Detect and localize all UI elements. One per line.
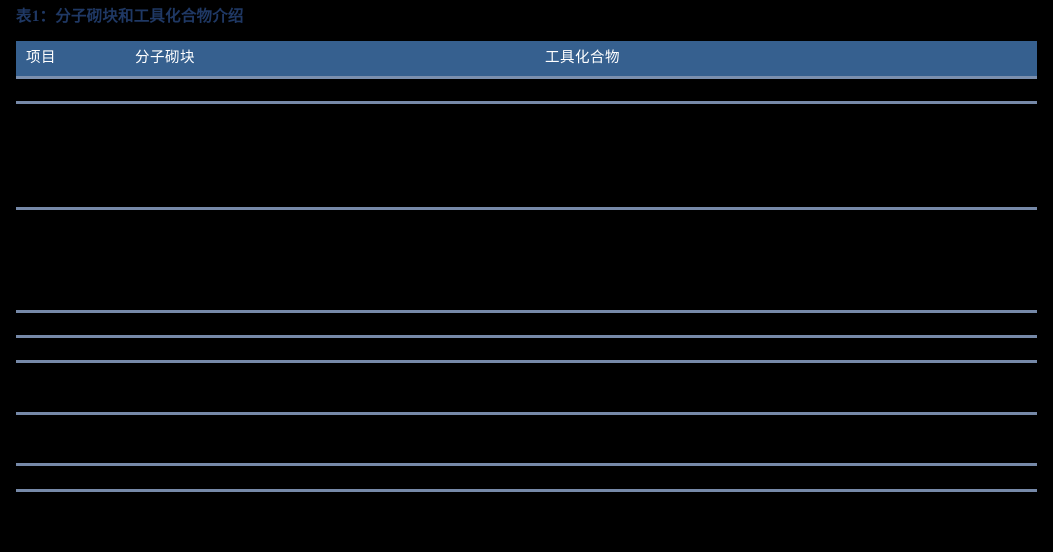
table-row <box>16 340 1037 357</box>
column-header-molecular-blocks: 分子砌块 <box>135 50 195 66</box>
table-header-underline <box>16 76 1037 79</box>
column-header-item: 项目 <box>26 50 56 66</box>
table-row <box>16 212 1037 307</box>
table-row <box>16 468 1037 486</box>
table-row-separator <box>16 310 1037 313</box>
table-row <box>16 84 1037 98</box>
table-row-separator <box>16 463 1037 466</box>
table-row <box>16 106 1037 204</box>
figure-title: 表1：分子砌块和工具化合物介绍 <box>16 8 244 25</box>
table-row <box>16 417 1037 460</box>
table-row-separator <box>16 101 1037 104</box>
table-header-row: 项目 分子砌块 工具化合物 <box>16 41 1037 76</box>
column-header-tool-compound: 工具化合物 <box>545 50 620 66</box>
table-row <box>16 315 1037 332</box>
table-row-separator <box>16 489 1037 492</box>
table-row-separator <box>16 360 1037 363</box>
table-row-separator <box>16 335 1037 338</box>
table-row-separator <box>16 412 1037 415</box>
table-row-separator <box>16 207 1037 210</box>
table-row <box>16 365 1037 409</box>
